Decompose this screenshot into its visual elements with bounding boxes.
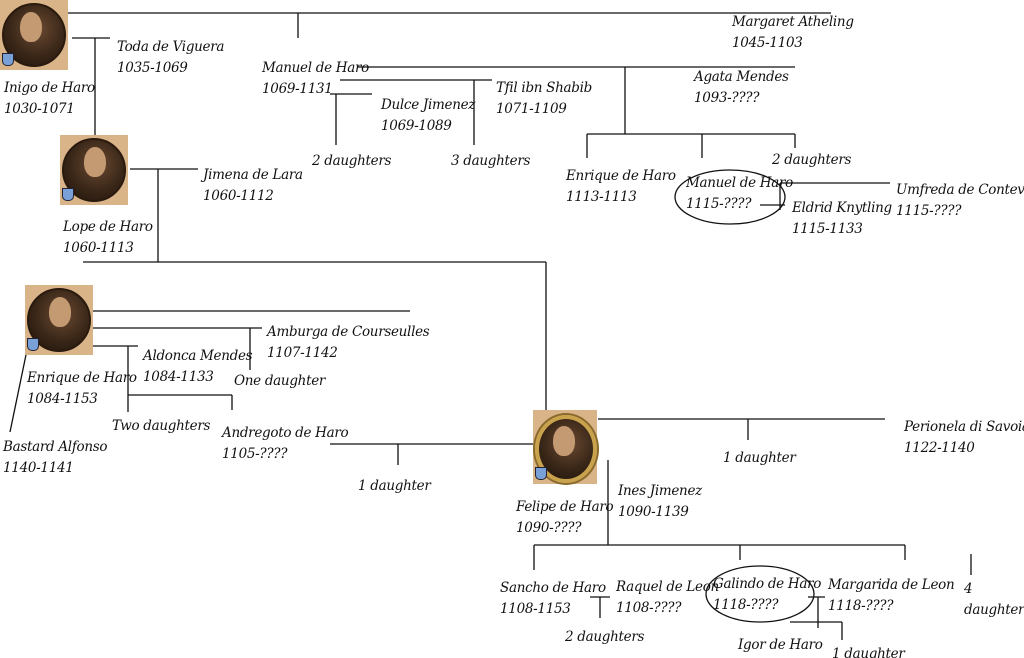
shield-icon [62,188,74,201]
highlight-ring [705,565,815,623]
note-amburga-children: One daughter [234,373,326,389]
portrait-felipe [533,410,597,484]
note-tfil-children: 3 daughters [451,153,531,169]
highlight-ring [674,169,786,225]
portrait-lope [60,135,128,205]
person-umfreda: Umfreda de Conteville1115-???? [896,182,1024,219]
person-igor: Igor de Haro [738,637,823,653]
shield-icon [2,53,14,66]
note-dulce-children: 2 daughters [312,153,392,169]
shield-icon [27,338,39,351]
note-agata-children: 2 daughters [772,152,852,168]
shield-icon [535,467,547,480]
portrait-inigo [0,0,68,70]
note-ines-children: 4daughters [964,581,1024,618]
note-perionela-children: 1 daughter [723,450,796,466]
connector [9,349,28,433]
portrait-enrique [25,285,93,355]
note-raquel-children: 2 daughters [565,629,645,645]
note-andregoto-children: 1 daughter [358,478,431,494]
note-aldonca-children: Two daughters [112,418,211,434]
note-margarida-children: 1 daughter [832,646,905,658]
